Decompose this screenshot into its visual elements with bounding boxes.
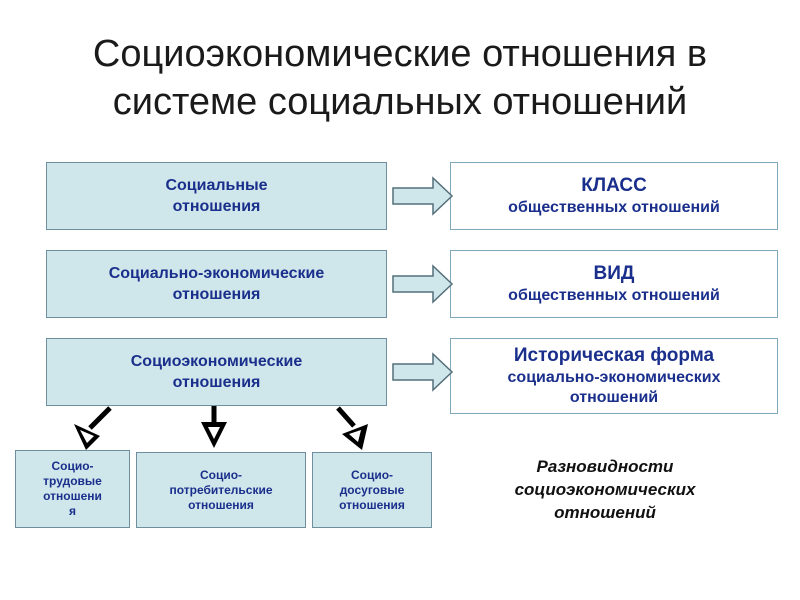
box-text: я (68, 504, 76, 518)
caption-line: Разновидности (536, 457, 674, 476)
box-text: Социоэкономические (130, 353, 303, 370)
box-socioeconomic-relations: Социоэкономические отношения (46, 338, 387, 406)
down-arrow-right (336, 406, 368, 450)
box-text: досуговые (339, 482, 405, 497)
box-text: социально-экономических (507, 369, 721, 386)
varieties-caption: Разновидности социоэкономических отношен… (470, 455, 740, 524)
box-text: Социо- (350, 467, 394, 482)
caption-line: социоэкономических (514, 480, 696, 499)
box-text: отношения (172, 374, 261, 391)
box-text: общественных отношений (508, 199, 720, 216)
box-heading: Историческая форма (513, 345, 715, 366)
box-text: Социально-экономические (108, 265, 325, 282)
box-text: потребительские (169, 482, 273, 497)
box-text: отношения (339, 497, 405, 512)
down-arrow-middle (201, 406, 227, 448)
title-line-2: системе социальных отношений (112, 81, 688, 123)
caption-line: отношений (554, 503, 656, 522)
box-socio-labor: Социо- трудовые отношени я (15, 450, 130, 528)
box-text: отношения (172, 286, 261, 303)
box-text: отношения (172, 198, 261, 215)
box-social-relations: Социальные отношения (46, 162, 387, 230)
box-text: отношения (188, 497, 254, 512)
box-heading: КЛАСС (581, 175, 647, 196)
box-text: Социо- (199, 467, 243, 482)
down-arrow-left (74, 406, 112, 450)
box-socio-consumer: Социо- потребительские отношения (136, 452, 306, 528)
box-socio-economic-relations: Социально-экономические отношения (46, 250, 387, 318)
right-arrow-1 (392, 176, 454, 216)
box-socio-leisure: Социо- досуговые отношения (312, 452, 432, 528)
box-text: Социальные (165, 177, 268, 194)
slide-title: Социоэкономические отношения в системе с… (0, 30, 800, 126)
right-arrow-3 (392, 352, 454, 392)
title-line-1: Социоэкономические отношения в (92, 33, 708, 75)
box-text: общественных отношений (508, 287, 720, 304)
right-arrow-2 (392, 264, 454, 304)
box-text: трудовые (43, 474, 102, 488)
box-text: Социо- (51, 459, 94, 473)
box-text: отношений (569, 389, 659, 406)
box-heading: ВИД (593, 263, 635, 284)
box-kind: ВИД общественных отношений (450, 250, 778, 318)
box-historical-form: Историческая форма социально-экономическ… (450, 338, 778, 414)
box-text: отношени (43, 489, 102, 503)
box-class: КЛАСС общественных отношений (450, 162, 778, 230)
